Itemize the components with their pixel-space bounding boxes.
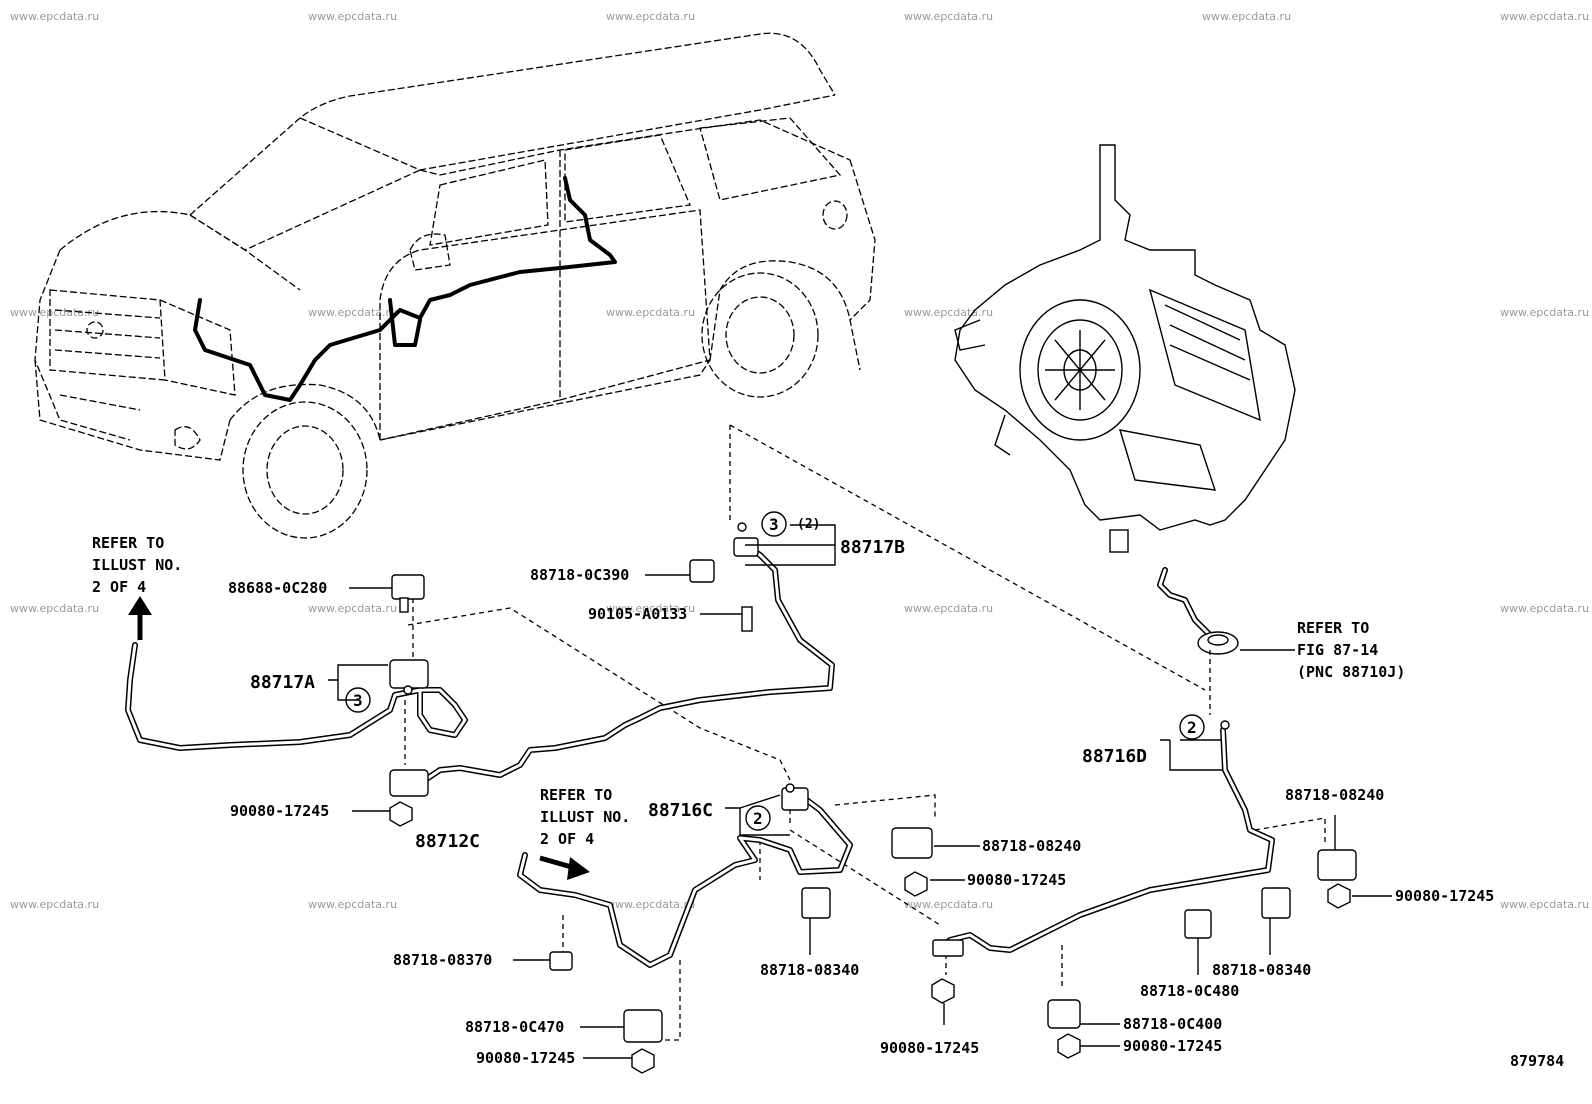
reference-notes: REFER TO ILLUST NO. 2 OF 4 REFER TO ILLU…: [92, 534, 1405, 848]
label-88718-08340: 88718-08340: [1212, 961, 1311, 979]
expansion-valve-fitting: [1197, 631, 1239, 655]
illustration-number: 879784: [1510, 1052, 1564, 1070]
clamp-88718-0C480: [1184, 909, 1212, 939]
label-88718-08370: 88718-08370: [393, 951, 492, 969]
callout-labels: 88717B 88717A 88716D 88716C 88712C 3 (2)…: [250, 515, 1197, 852]
refrigerant-pipes: [125, 542, 1275, 968]
label-leaders: [349, 574, 1392, 1059]
nut-90080-17245-a: [389, 801, 413, 827]
clamp-88718-0C390: [689, 559, 715, 583]
label-90080-17245: 90080-17245: [880, 1039, 979, 1057]
label-90080-17245: 90080-17245: [230, 802, 329, 820]
watermark: www.epcdata.ru: [606, 10, 695, 23]
label-88688-0C280: 88688-0C280: [228, 579, 327, 597]
watermark: www.epcdata.ru: [904, 306, 993, 319]
watermark: www.epcdata.ru: [606, 306, 695, 319]
ref-right-line1: REFER TO: [1297, 619, 1369, 637]
watermark: www.epcdata.ru: [10, 10, 99, 23]
watermark: www.epcdata.ru: [308, 10, 397, 23]
watermark: www.epcdata.ru: [308, 602, 397, 615]
label-90080-17245: 90080-17245: [967, 871, 1066, 889]
ref-right-line3: (PNC 88710J): [1297, 663, 1405, 681]
label-90105-A0133: 90105-A0133: [588, 605, 687, 623]
watermark: www.epcdata.ru: [10, 898, 99, 911]
label-88718-0C390: 88718-0C390: [530, 566, 629, 584]
watermark: www.epcdata.ru: [308, 898, 397, 911]
callout-88716D: 88716D: [1082, 746, 1147, 767]
watermark: www.epcdata.ru: [10, 602, 99, 615]
callout-brackets: [328, 511, 1222, 836]
clamp-88718-08240-a: [891, 827, 933, 859]
ref-mid-line2: ILLUST NO.: [540, 808, 630, 826]
ref-left-line1: REFER TO: [92, 534, 164, 552]
watermark: www.epcdata.ru: [1500, 898, 1589, 911]
circle-number: 3: [769, 515, 779, 534]
ref-mid-line1: REFER TO: [540, 786, 612, 804]
label-88718-08240: 88718-08240: [1285, 786, 1384, 804]
watermark: www.epcdata.ru: [904, 898, 993, 911]
fittings: [389, 522, 1357, 1074]
ref-mid-line3: 2 OF 4: [540, 830, 594, 848]
ref-left-line3: 2 OF 4: [92, 578, 146, 596]
callout-88712C: 88712C: [415, 831, 480, 852]
label-88718-0C470: 88718-0C470: [465, 1018, 564, 1036]
clamp-88718-08340-b: [1261, 887, 1291, 919]
clamp-88718-08240-b: [1317, 849, 1357, 881]
clamp-88718-0C400: [1047, 999, 1081, 1029]
callout-88716C: 88716C: [648, 800, 713, 821]
watermark: www.epcdata.ru: [904, 602, 993, 615]
watermark: www.epcdata.ru: [1500, 306, 1589, 319]
callout-88717B: 88717B: [840, 537, 905, 558]
circle-number: 3: [353, 691, 363, 710]
clamp-88718-08340-a: [801, 887, 831, 919]
block-88717B: [733, 537, 759, 557]
nut-90080-17245-d: [931, 978, 955, 1004]
label-90080-17245: 90080-17245: [476, 1049, 575, 1067]
block-88717A: [389, 659, 429, 689]
nut-90080-17245-c: [631, 1048, 655, 1074]
watermark: www.epcdata.ru: [606, 602, 695, 615]
watermark: www.epcdata.ru: [904, 10, 993, 23]
circle-number: 2: [1187, 718, 1197, 737]
reference-arrows: [128, 596, 590, 880]
bolt-90105-A0133: [741, 606, 753, 632]
hvac-unit-illustration: [954, 144, 1296, 655]
label-88718-0C480: 88718-0C480: [1140, 982, 1239, 1000]
vehicle-ac-line: [193, 176, 617, 402]
watermark: www.epcdata.ru: [606, 898, 695, 911]
bracket-88716D: [932, 939, 964, 957]
label-90080-17245: 90080-17245: [1395, 887, 1494, 905]
watermark: www.epcdata.ru: [1202, 10, 1291, 23]
watermark: www.epcdata.ru: [10, 306, 99, 319]
callout-88717A: 88717A: [250, 672, 315, 693]
ref-right-line2: FIG 87-14: [1297, 641, 1378, 659]
block-88712C: [389, 769, 429, 797]
nut-90080-17245-e: [1327, 883, 1351, 909]
part-labels: 88688-0C280 88718-0C390 90105-A0133 9008…: [228, 566, 1494, 1067]
label-88718-08340: 88718-08340: [760, 961, 859, 979]
label-88718-08240: 88718-08240: [982, 837, 1081, 855]
clamp-88718-08370: [549, 951, 573, 971]
watermark: www.epcdata.ru: [1500, 602, 1589, 615]
nut-90080-17245-b: [904, 871, 928, 897]
quantity-label: (2): [797, 517, 820, 532]
nut-90080-17245-f: [1057, 1033, 1081, 1059]
watermarks: www.epcdata.ru www.epcdata.ru www.epcdat…: [10, 10, 1589, 911]
label-88718-0C400: 88718-0C400: [1123, 1015, 1222, 1033]
watermark: www.epcdata.ru: [308, 306, 397, 319]
circle-number: 2: [753, 809, 763, 828]
watermark: www.epcdata.ru: [1500, 10, 1589, 23]
ref-left-line2: ILLUST NO.: [92, 556, 182, 574]
vehicle-illustration: [34, 32, 876, 539]
block-88716C: [781, 787, 809, 811]
label-90080-17245: 90080-17245: [1123, 1037, 1222, 1055]
clamp-88688-0C280: [391, 574, 425, 600]
clamp-88718-0C470: [623, 1009, 663, 1043]
